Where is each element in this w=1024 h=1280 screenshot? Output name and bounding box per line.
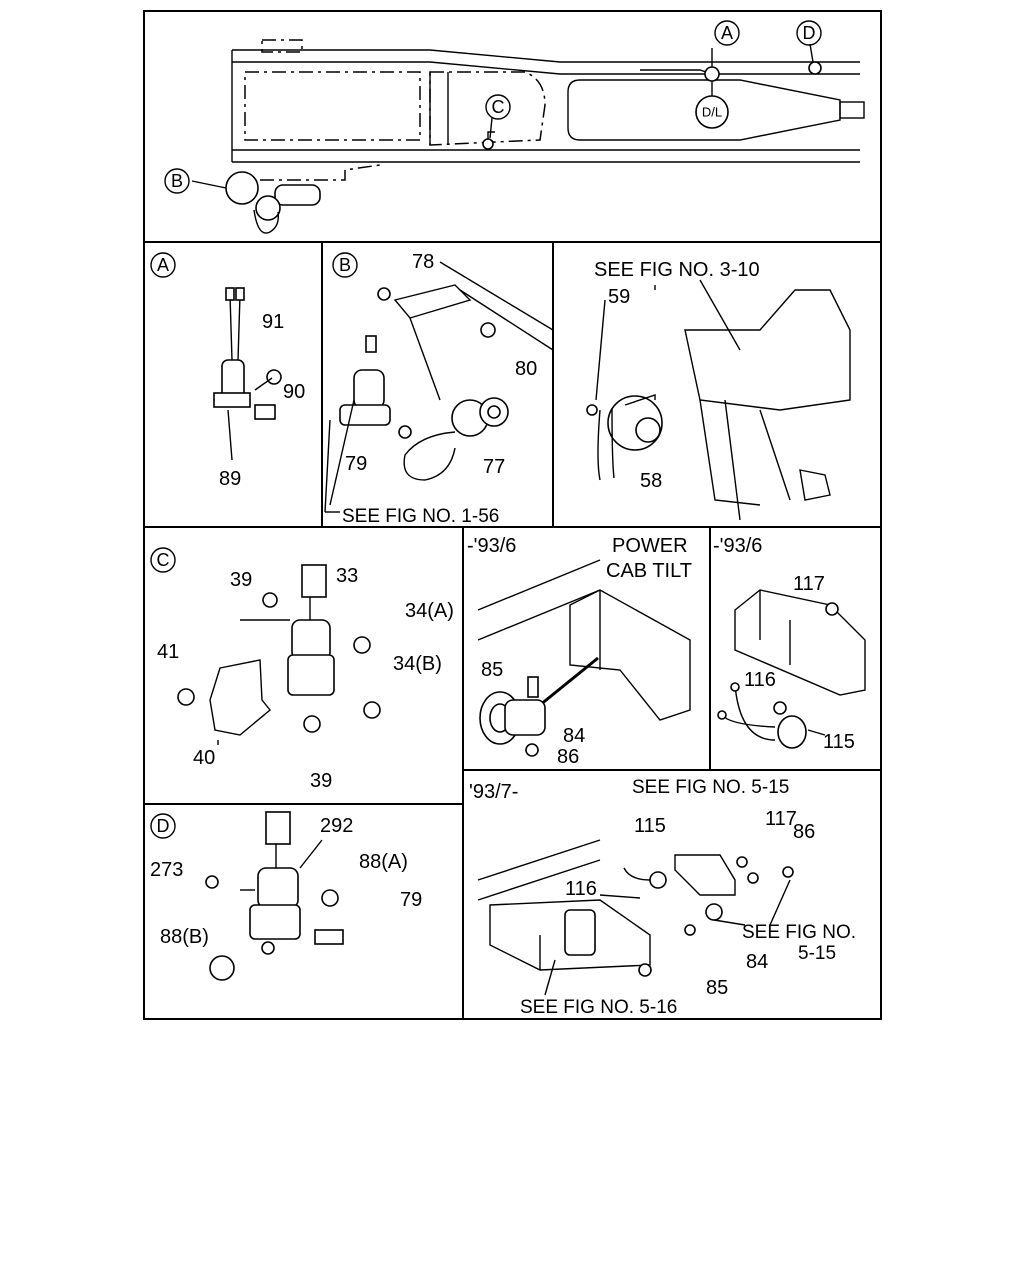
panel-power-cab-tilt — [477, 559, 691, 757]
part-34b: 34(B) — [393, 653, 442, 675]
panel-c-badge: C — [157, 550, 170, 570]
callout-A: A — [721, 23, 733, 43]
panel-fig-3-10 — [586, 279, 851, 521]
date-93-7: '93/7- — [469, 781, 518, 803]
part-79: 79 — [345, 453, 367, 475]
power-date: -'93/6 — [467, 535, 516, 557]
part-40: 40 — [193, 747, 215, 769]
part-90: 90 — [283, 381, 305, 403]
panel-a-badge: A — [157, 255, 169, 275]
frame-grid — [143, 10, 882, 1020]
part-273: 273 — [150, 859, 183, 881]
ref-fig-5-16: SEE FIG NO. 5-16 — [520, 997, 677, 1018]
ref-fig-5-15-right-2: 5-15 — [798, 943, 836, 964]
power-title-line2: CAB TILT — [606, 560, 692, 582]
part-88a: 88(A) — [359, 851, 408, 873]
date-93-6-right: -'93/6 — [713, 535, 762, 557]
part-84-power: 84 — [563, 725, 585, 747]
panel-b-badge: B — [339, 255, 351, 275]
part-89: 89 — [219, 468, 241, 490]
panel-d-badge: D — [157, 816, 170, 836]
part-86-937: 86 — [793, 821, 815, 843]
part-85-power: 85 — [481, 659, 503, 681]
panel-b: B — [324, 252, 554, 513]
part-116-right: 116 — [744, 669, 776, 691]
ref-fig-5-15-top: SEE FIG NO. 5-15 — [632, 777, 789, 798]
part-86-power: 86 — [557, 746, 579, 768]
part-34a: 34(A) — [405, 600, 454, 622]
panel-93-7 — [477, 839, 794, 996]
part-41: 41 — [157, 641, 179, 663]
panel-93-6-right — [717, 589, 866, 749]
part-58: 58 — [640, 470, 662, 492]
ref-fig-1-56: SEE FIG NO. 1-56 — [342, 506, 499, 527]
callout-DL: D/L — [702, 105, 722, 120]
part-59: 59 — [608, 286, 630, 308]
part-91: 91 — [262, 311, 284, 333]
panel-c: C — [150, 547, 381, 745]
part-80: 80 — [515, 358, 537, 380]
part-117-937: 117 — [765, 808, 797, 830]
part-115-right: 115 — [823, 731, 855, 753]
part-78: 78 — [412, 251, 434, 273]
part-33: 33 — [336, 565, 358, 587]
part-77: 77 — [483, 456, 505, 478]
ref-fig-5-15-right-1: SEE FIG NO. — [742, 922, 856, 943]
part-39-top: 39 — [230, 569, 252, 591]
panel-a: A — [150, 252, 282, 461]
overview-callouts: A D C B D/L — [164, 20, 822, 194]
callout-B: B — [171, 171, 183, 191]
part-116-937: 116 — [565, 878, 597, 900]
part-85-937: 85 — [706, 977, 728, 999]
part-39-bottom: 39 — [310, 770, 332, 792]
part-79-d: 79 — [400, 889, 422, 911]
part-88b: 88(B) — [160, 926, 209, 948]
part-292: 292 — [320, 815, 353, 837]
part-117-right: 117 — [793, 573, 825, 595]
callout-C: C — [492, 97, 505, 117]
callout-D: D — [803, 23, 816, 43]
chassis-overview — [191, 39, 865, 234]
power-title-line1: POWER — [612, 535, 688, 557]
part-84-937: 84 — [746, 951, 768, 973]
ref-fig-3-10: SEE FIG NO. 3-10 — [594, 259, 760, 281]
panel-d: D — [150, 811, 344, 981]
part-115-937: 115 — [634, 815, 666, 837]
